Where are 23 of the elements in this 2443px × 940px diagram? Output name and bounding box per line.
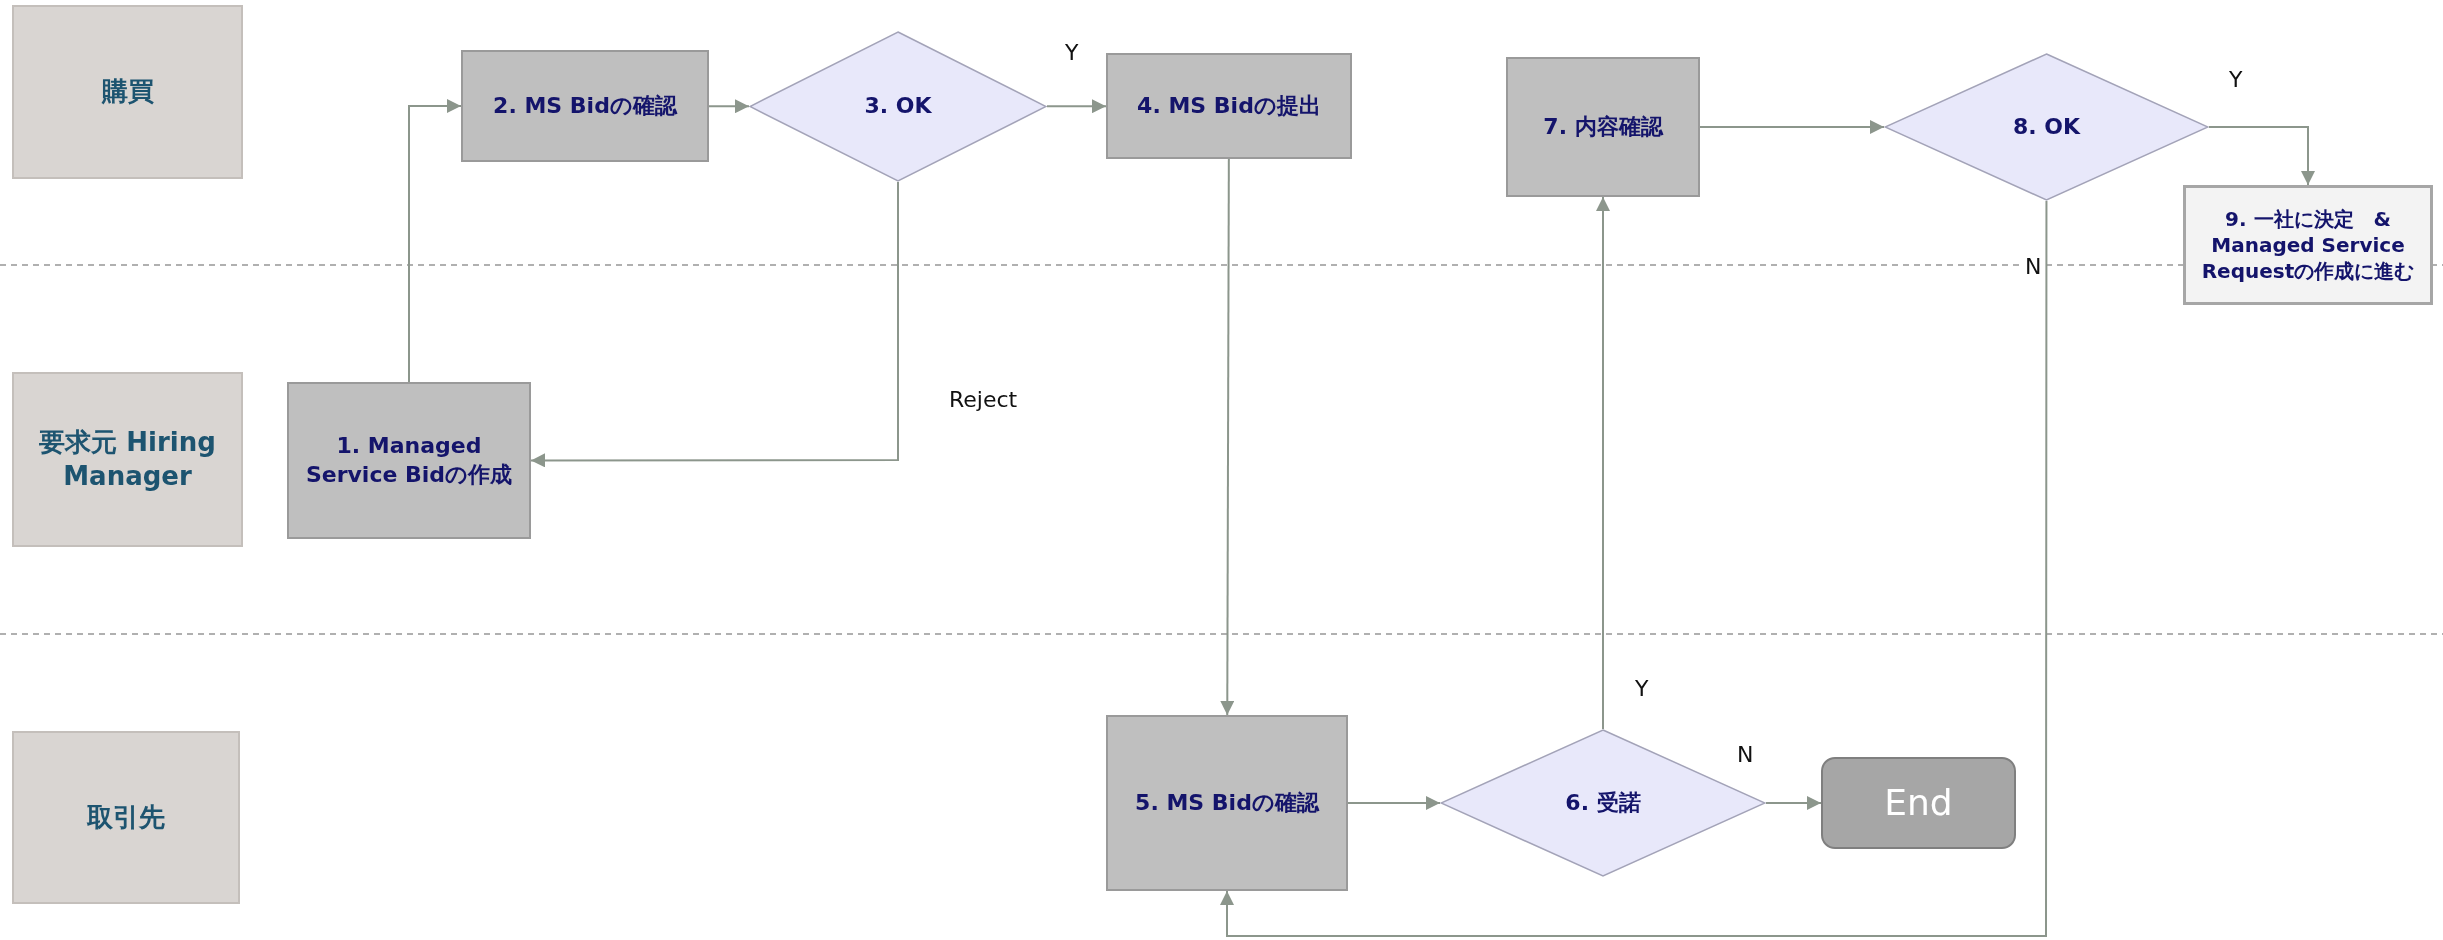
lane-label: 購買	[12, 5, 243, 179]
arrow	[530, 181, 899, 468]
arrow	[1765, 796, 1822, 810]
process-box: 7. 内容確認	[1506, 57, 1700, 197]
arrow	[1220, 200, 2048, 937]
arrow	[2208, 126, 2315, 186]
decision-diamond: 3. OK	[749, 31, 1047, 182]
process-box: 4. MS Bidの提出	[1106, 53, 1352, 159]
process-box: 1. Managed Service Bidの作成	[287, 382, 531, 539]
arrow	[708, 99, 750, 114]
arrow	[408, 99, 462, 383]
end-box: End	[1821, 757, 2016, 849]
lane-label: 取引先	[12, 731, 240, 904]
arrow	[1220, 158, 1235, 716]
arrow	[1596, 196, 1610, 730]
lane-label: 要求元 Hiring Manager	[12, 372, 243, 547]
process-box: 2. MS Bidの確認	[461, 50, 709, 162]
result-box: 9. 一社に決定 & Managed Service Requestの作成に進む	[2183, 185, 2433, 305]
decision-diamond: 8. OK	[1884, 53, 2209, 201]
arrow	[1046, 99, 1107, 114]
process-box: 5. MS Bidの確認	[1106, 715, 1348, 891]
arrow	[1347, 796, 1441, 810]
arrow	[1699, 120, 1885, 134]
